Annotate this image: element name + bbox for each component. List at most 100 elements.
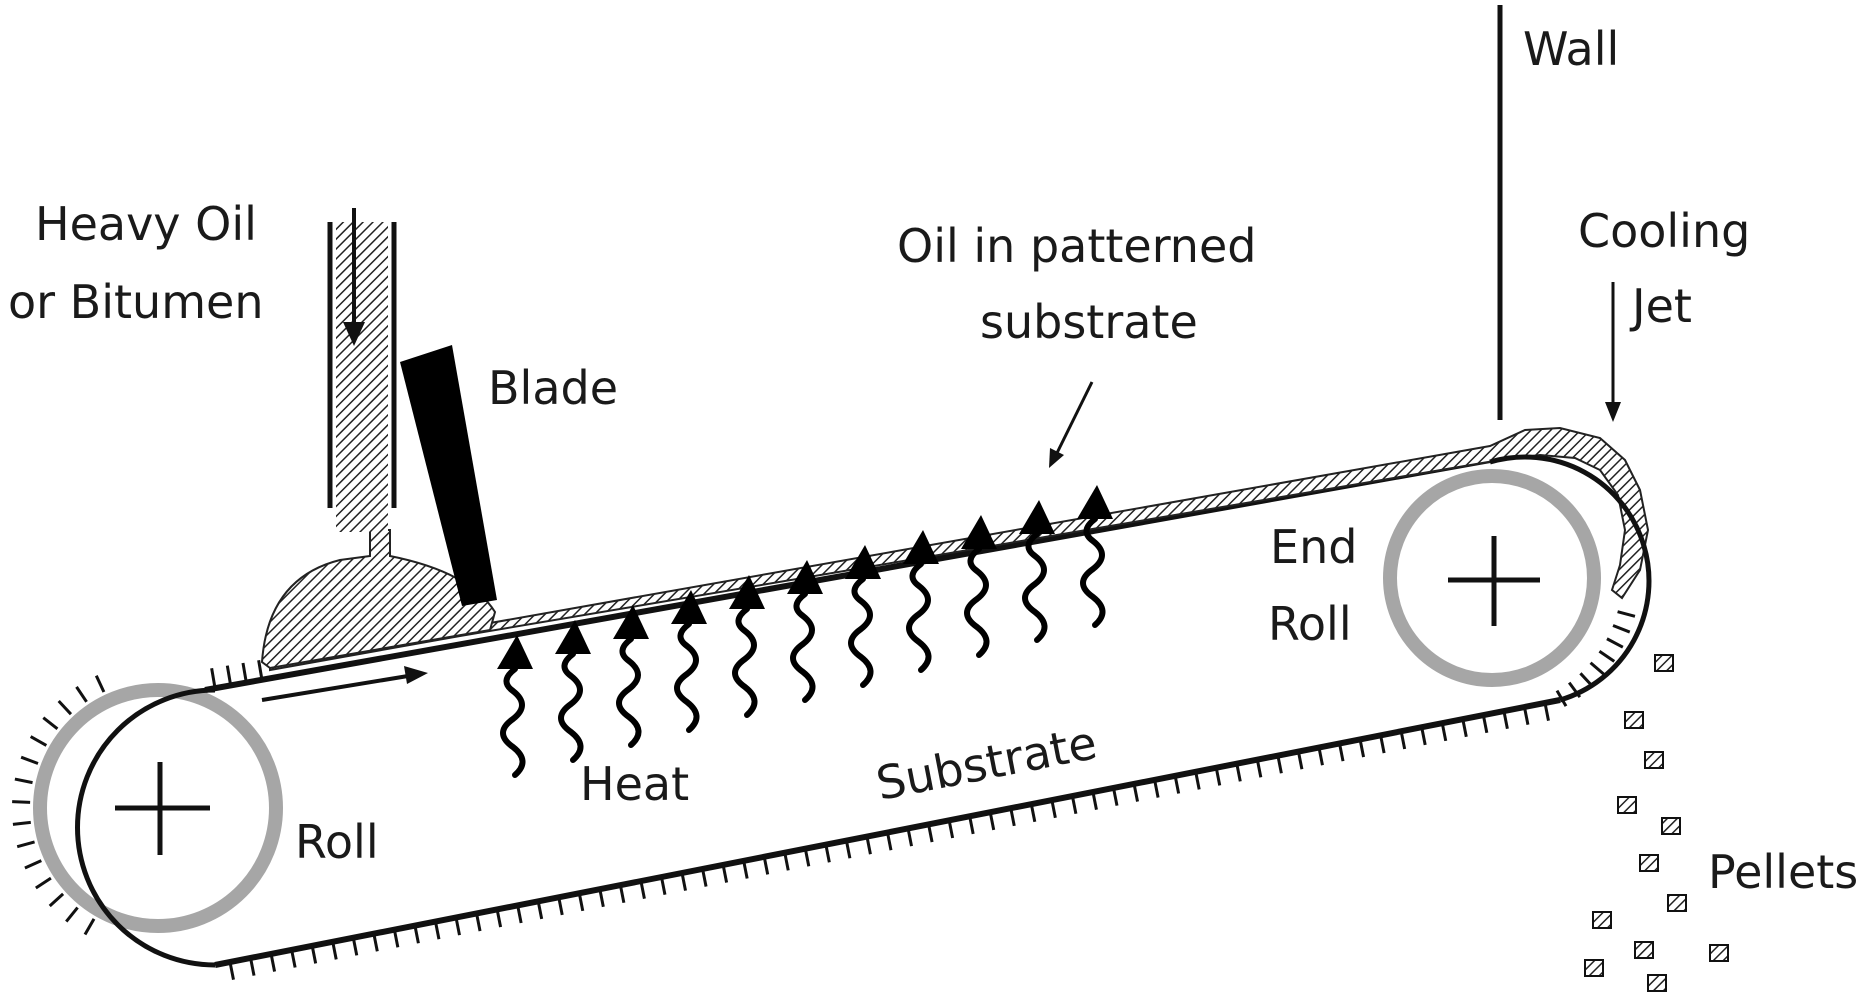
heat-squiggle <box>793 594 813 700</box>
cooling-label-line1: Cooling <box>1578 204 1750 258</box>
belt-tooth <box>497 909 500 927</box>
end-roll <box>1390 457 1649 706</box>
belt-tooth <box>1319 748 1322 766</box>
pellet <box>1593 912 1611 928</box>
belt-tooth <box>620 885 623 903</box>
belt-tooth <box>1011 808 1014 826</box>
roll-label: Roll <box>295 815 379 869</box>
belt-tooth <box>12 802 30 803</box>
pellet <box>1625 712 1643 728</box>
pellet <box>1640 855 1658 871</box>
belt-tooth <box>1134 784 1137 802</box>
belt-tooth <box>1524 707 1527 725</box>
belt-tooth <box>1072 796 1075 814</box>
belt-tooth <box>1422 727 1425 745</box>
belt-tooth <box>990 812 993 830</box>
heat-squiggle <box>503 669 523 775</box>
belt-tooth <box>1196 772 1199 790</box>
heat-squiggle <box>851 579 871 685</box>
belt-tooth <box>846 841 849 859</box>
left-roll <box>12 676 276 965</box>
belt-tooth <box>59 701 71 714</box>
belt-tooth <box>292 950 295 968</box>
belt-tooth <box>1401 731 1404 749</box>
belt-tooth <box>1463 719 1466 737</box>
belt-tooth <box>1155 780 1158 798</box>
heat-arrowhead <box>497 635 533 669</box>
belt-tooth <box>77 687 87 702</box>
pellet <box>1645 752 1663 768</box>
belt-tooth <box>43 718 57 729</box>
pellet <box>1655 655 1673 671</box>
belt-tooth <box>13 822 31 824</box>
belt-tooth <box>949 820 952 838</box>
belt-tooth <box>867 837 870 855</box>
belt-tooth <box>1591 663 1605 675</box>
belt-tooth <box>723 865 726 883</box>
belt-tooth <box>1052 800 1055 818</box>
belt-tooth <box>243 663 246 683</box>
belt-tooth <box>970 816 973 834</box>
belt-tooth <box>1114 788 1117 806</box>
pellet <box>1710 945 1728 961</box>
belt-tooth <box>36 878 51 888</box>
belt-tooth <box>251 958 254 976</box>
pellet <box>1662 818 1680 834</box>
belt-tooth <box>1545 703 1548 721</box>
belt-tooth <box>641 881 644 899</box>
cooling-label-line2: Jet <box>1629 279 1692 333</box>
oil-label-line2: substrate <box>980 295 1198 349</box>
pellet <box>1668 895 1686 911</box>
belt-tooth <box>1381 735 1384 753</box>
belt-tooth <box>785 853 788 871</box>
heat-squiggle <box>561 654 581 760</box>
belt-tooth <box>1257 760 1260 778</box>
blade-label: Blade <box>488 361 618 415</box>
belt-tooth <box>374 934 377 952</box>
pellet <box>1585 960 1603 976</box>
heat-squiggle <box>967 549 987 655</box>
heat-squiggle <box>1083 519 1103 625</box>
belt-tooth <box>826 845 829 863</box>
belt-tooth <box>17 842 34 847</box>
belt-tooth <box>1613 625 1630 632</box>
heat-arrowhead <box>961 515 997 549</box>
belt-tooth <box>1504 711 1507 729</box>
pellet <box>1618 797 1636 813</box>
wall-label: Wall <box>1523 22 1619 76</box>
heat-label: Heat <box>580 757 689 811</box>
heat-squiggle <box>735 609 755 715</box>
belt-tooth <box>518 905 521 923</box>
heat-squiggle <box>619 639 639 745</box>
belt-tooth <box>1278 756 1281 774</box>
belt-tooth <box>1483 715 1486 733</box>
belt-tooth <box>682 873 685 891</box>
belt-tooth <box>600 889 603 907</box>
belt-tooth <box>259 660 262 680</box>
belt-tooth <box>227 666 230 686</box>
heat-arrowhead <box>1077 485 1113 519</box>
belt-direction-arrow <box>262 666 428 700</box>
belt-tooth <box>85 919 94 935</box>
belt-tooth <box>764 857 767 875</box>
belt-tooth <box>66 908 77 922</box>
belt-teeth-bottom <box>230 703 1548 980</box>
oil-pointer-arrow <box>1049 382 1092 468</box>
belt-tooth <box>15 779 33 783</box>
belt-tooth <box>415 926 418 944</box>
belt-tooth <box>435 922 438 940</box>
belt-tooth <box>538 901 541 919</box>
belt-tooth <box>230 962 233 980</box>
belt-tooth <box>579 893 582 911</box>
heat-squiggle <box>909 564 929 670</box>
belt-tooth <box>1340 743 1343 761</box>
belt-tooth <box>661 877 664 895</box>
belt-tooth <box>1618 612 1635 617</box>
belt-tooth <box>1607 639 1623 647</box>
belt-tooth <box>212 668 215 688</box>
heat-squiggle <box>677 624 697 730</box>
belt-bottom-run <box>215 700 1560 980</box>
belt-tooth <box>1216 768 1219 786</box>
oil-label-line1: Oil in patterned <box>897 219 1256 273</box>
belt-tooth <box>888 833 891 851</box>
